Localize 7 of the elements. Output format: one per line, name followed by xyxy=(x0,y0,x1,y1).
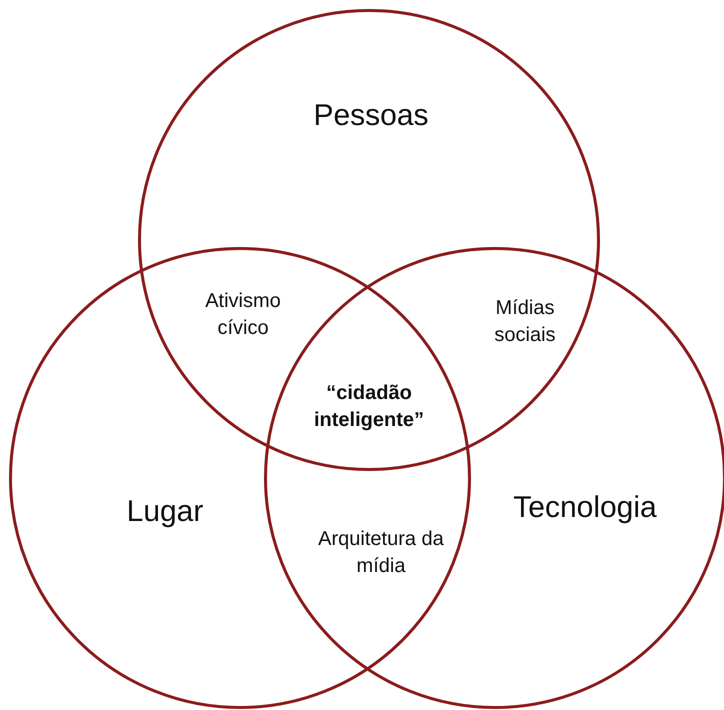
circle-title: Pessoas xyxy=(313,99,429,133)
circle-title: Tecnologia xyxy=(513,491,657,525)
circle-title: Lugar xyxy=(126,495,204,529)
overlap-label: Ativismo cívico xyxy=(204,289,282,341)
overlap-label: Arquitetura da mídia xyxy=(317,527,445,579)
overlap-label: Mídias sociais xyxy=(493,296,557,348)
overlap-label: “cidadão inteligente” xyxy=(312,381,425,433)
